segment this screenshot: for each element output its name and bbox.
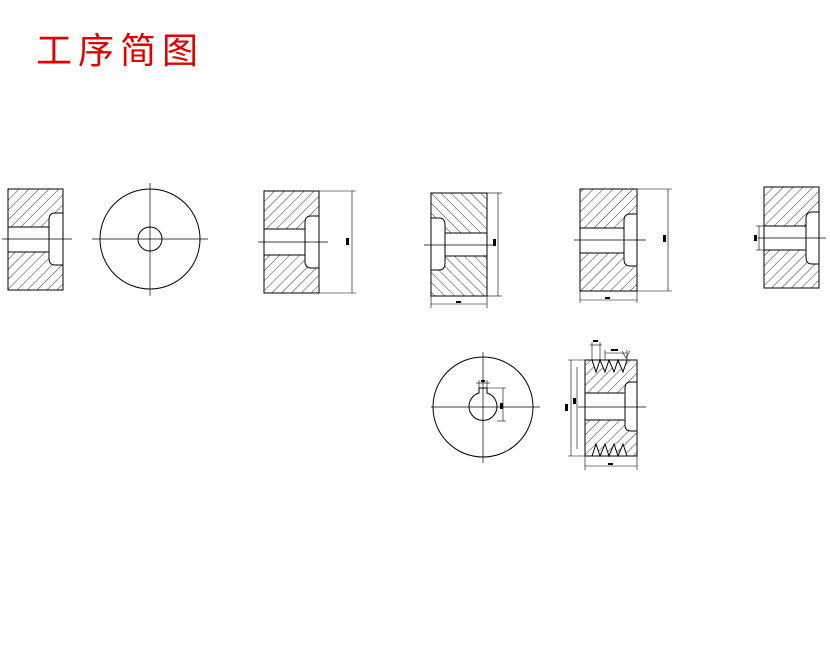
step7-threaded-section-view [565, 340, 646, 470]
step5-section-view [754, 186, 826, 289]
step1-section-view [2, 188, 72, 291]
step2-section-view [258, 190, 356, 294]
step3-section-view [424, 192, 502, 308]
step1-end-view [92, 183, 208, 296]
step6-keyway-end-view [431, 352, 540, 463]
page-title: 工序简图 [36, 31, 205, 72]
step4-section-view [574, 188, 672, 303]
